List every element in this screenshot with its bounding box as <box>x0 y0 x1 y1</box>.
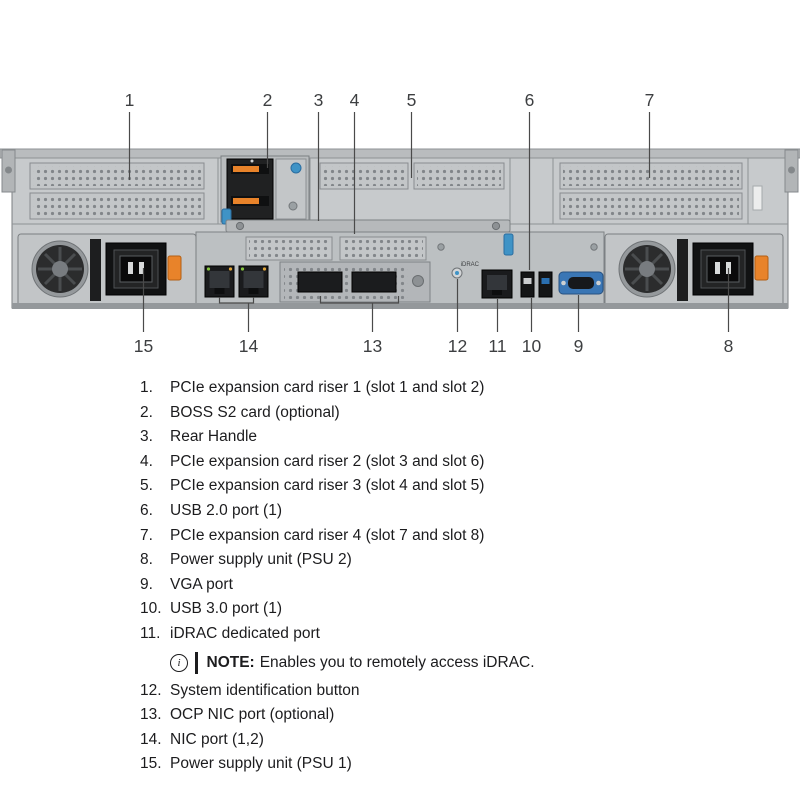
legend-item-1: 1. PCIe expansion card riser 1 (slot 1 an… <box>140 376 800 401</box>
legend-item-10: 10. USB 3.0 port (1) <box>140 597 800 622</box>
riser2-lower-blanks <box>245 236 427 261</box>
legend-item-12: 12. System identification button <box>140 679 800 704</box>
legend-item-number: 6. <box>140 501 153 519</box>
legend-item-9: 9. VGA port <box>140 573 800 598</box>
blue-release-tab <box>503 233 514 256</box>
idrac-label: iDRAC <box>461 262 480 268</box>
legend-item-6: 6. USB 2.0 port (1) <box>140 499 800 524</box>
note: i NOTE: Enables you to remotely access i… <box>170 651 800 675</box>
callout-2: 2 <box>263 90 273 110</box>
server-rear-diagram: iDRAC <box>0 0 800 368</box>
nic-ports <box>204 265 269 298</box>
callout-6: 6 <box>525 90 535 110</box>
legend: 1. PCIe expansion card riser 1 (slot 1 an… <box>0 368 800 777</box>
legend-item-number: 7. <box>140 526 153 544</box>
legend-item-text: Rear Handle <box>170 428 258 446</box>
legend-item-number: 2. <box>140 403 153 421</box>
chassis: iDRAC <box>0 148 800 309</box>
legend-item-text: NIC port (1,2) <box>170 730 264 748</box>
legend-item-number: 8. <box>140 551 153 569</box>
panel-screw <box>590 243 598 251</box>
legend-item-text: USB 3.0 port (1) <box>170 600 282 618</box>
legend-item-text: PCIe expansion card riser 2 (slot 3 and … <box>170 452 485 470</box>
legend-item-text: BOSS S2 card (optional) <box>170 403 340 421</box>
legend-item-text: iDRAC dedicated port <box>170 624 320 642</box>
legend-item-11: 11. iDRAC dedicated port <box>140 622 800 647</box>
legend-item-text: USB 2.0 port (1) <box>170 501 282 519</box>
legend-item-number: 3. <box>140 428 153 446</box>
legend-item-number: 5. <box>140 477 153 495</box>
rack-ear-right <box>784 149 799 193</box>
legend-item-text: VGA port <box>170 575 233 593</box>
service-label <box>752 185 763 211</box>
legend-item-number: 4. <box>140 452 153 470</box>
boss-card <box>220 155 310 225</box>
legend-item-text: System identification button <box>170 681 360 699</box>
vga-port <box>558 271 604 295</box>
riser1-blanks <box>29 162 205 220</box>
legend-item-2: 2. BOSS S2 card (optional) <box>140 401 800 426</box>
ocp-slot <box>279 261 431 303</box>
legend-item-text: Power supply unit (PSU 2) <box>170 551 352 569</box>
callout-11: 11 <box>488 336 506 356</box>
callout-12: 12 <box>448 336 467 356</box>
note-text: Enables you to remotely access iDRAC. <box>259 653 535 671</box>
legend-item-text: Power supply unit (PSU 1) <box>170 755 352 773</box>
callout-4: 4 <box>350 90 360 110</box>
legend-item-3: 3. Rear Handle <box>140 425 800 450</box>
usb-ports <box>520 271 553 298</box>
note-label: NOTE: <box>206 653 255 671</box>
legend-item-number: 10. <box>140 600 162 618</box>
legend-item-number: 9. <box>140 575 153 593</box>
legend-item-4: 4. PCIe expansion card riser 2 (slot 3 an… <box>140 450 800 475</box>
callout-14: 14 <box>239 336 259 356</box>
chassis-bottom-edge <box>12 303 788 309</box>
riser23-blanks <box>319 162 505 190</box>
callout-7: 7 <box>645 90 655 110</box>
callout-8: 8 <box>724 336 734 356</box>
callout-10: 10 <box>522 336 542 356</box>
legend-item-number: 11. <box>140 624 161 642</box>
legend-item-13: 13. OCP NIC port (optional) <box>140 703 800 728</box>
callout-9: 9 <box>574 336 584 356</box>
server-rear-svg: iDRAC <box>0 90 800 356</box>
callout-5: 5 <box>407 90 417 110</box>
rack-ear-left <box>1 149 16 193</box>
info-icon: i <box>170 653 188 672</box>
idrac-port: iDRAC <box>461 262 513 299</box>
callout-15: 15 <box>134 336 153 356</box>
legend-item-number: 13. <box>140 706 162 724</box>
psu1 <box>17 233 197 307</box>
legend-item-5: 5. PCIe expansion card riser 3 (slot 4 an… <box>140 474 800 499</box>
legend-item-8: 8. Power supply unit (PSU 2) <box>140 548 800 573</box>
legend-item-text: PCIe expansion card riser 1 (slot 1 and … <box>170 379 485 396</box>
callout-1: 1 <box>125 90 135 110</box>
riser4-blanks <box>559 162 743 220</box>
legend-item-number: 15. <box>140 755 162 773</box>
note-divider <box>195 651 198 674</box>
rear-handle <box>225 219 511 233</box>
callout-3: 3 <box>314 90 324 110</box>
legend-item-15: 15. Power supply unit (PSU 1) <box>140 752 800 777</box>
system-id-button <box>451 267 463 279</box>
psu2 <box>603 232 785 308</box>
legend-item-7: 7. PCIe expansion card riser 4 (slot 7 an… <box>140 524 800 549</box>
legend-item-text: OCP NIC port (optional) <box>170 706 335 724</box>
callout-lines <box>128 112 730 332</box>
legend-item-text: PCIe expansion card riser 3 (slot 4 and … <box>170 477 485 495</box>
callout-13: 13 <box>363 336 382 356</box>
legend-item-number: 12. <box>140 681 162 699</box>
legend-item-14: 14. NIC port (1,2) <box>140 728 800 753</box>
legend-item-number: 1. <box>140 379 153 396</box>
panel-screw <box>437 243 445 251</box>
callout-labels: 1 2 3 4 5 6 7 15 14 13 12 11 10 9 8 <box>125 90 734 356</box>
legend-item-text: PCIe expansion card riser 4 (slot 7 and … <box>170 526 485 544</box>
legend-item-number: 14. <box>140 730 162 748</box>
